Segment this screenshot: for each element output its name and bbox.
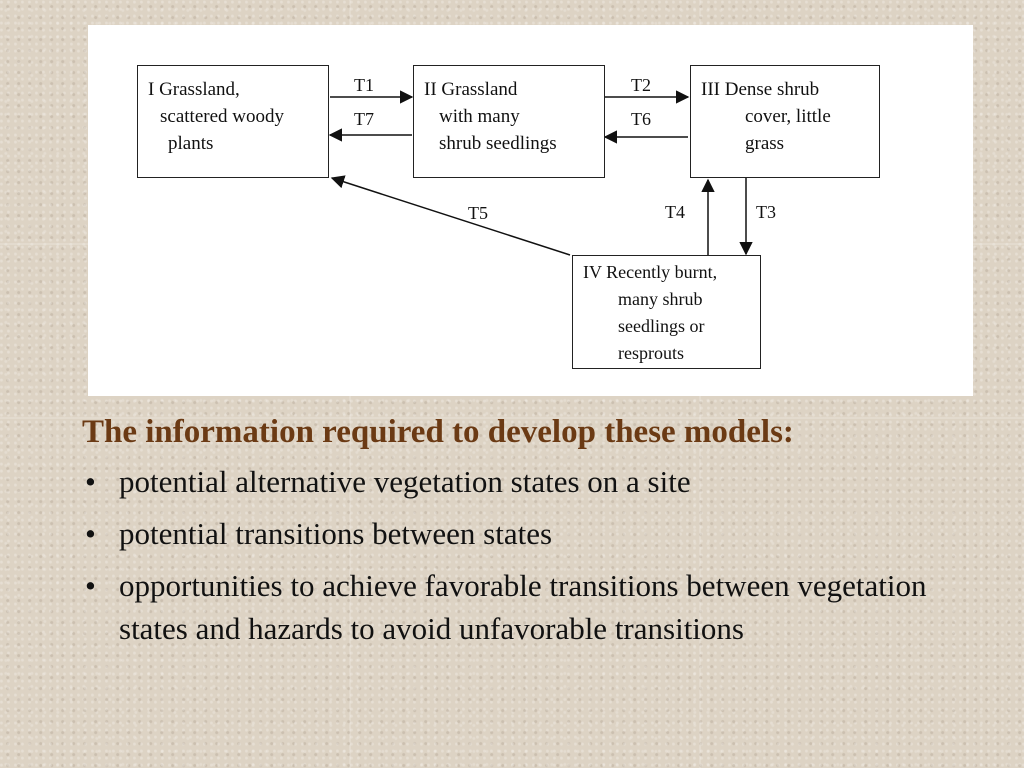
bullet-item: • potential transitions between states xyxy=(82,512,982,555)
label-t5: T5 xyxy=(468,203,488,223)
label-t3: T3 xyxy=(756,202,776,222)
state-ii-line-1: II Grassland xyxy=(424,79,518,100)
bullet-icon: • xyxy=(85,516,96,551)
label-t7: T7 xyxy=(354,109,374,129)
arrow-t5 xyxy=(330,175,571,256)
state-i-line-1: I Grassland, xyxy=(148,79,240,100)
label-t4: T4 xyxy=(665,202,685,222)
bullet-icon: • xyxy=(85,464,96,499)
state-ii-line-3: shrub seedlings xyxy=(439,133,557,154)
bullet-list: • potential alternative vegetation state… xyxy=(82,460,982,650)
state-i-line-2: scattered woody xyxy=(160,106,284,127)
transition-arrows xyxy=(328,90,753,256)
state-iv-line-2: many shrub xyxy=(618,289,703,309)
caption-title: The information required to develop thes… xyxy=(82,414,794,450)
state-box-iii: III Dense shrub cover, little grass xyxy=(690,65,880,178)
state-iii-line-1: III Dense shrub xyxy=(701,79,820,100)
state-iii-line-2: cover, little xyxy=(745,106,831,127)
bullet-item: • potential alternative vegetation state… xyxy=(82,460,982,503)
state-iii-line-3: grass xyxy=(745,133,785,154)
label-t1: T1 xyxy=(354,75,374,95)
bullet-text: potential alternative vegetation states … xyxy=(119,464,691,499)
label-t6: T6 xyxy=(631,109,651,129)
state-iv-line-4: resprouts xyxy=(618,343,684,363)
state-box-ii: II Grassland with many shrub seedlings xyxy=(413,65,605,178)
bullet-text: opportunities to achieve favorable trans… xyxy=(119,568,927,646)
bullet-item: • opportunities to achieve favorable tra… xyxy=(82,564,982,650)
state-box-i: I Grassland, scattered woody plants xyxy=(137,65,329,178)
state-box-iv: IV Recently burnt, many shrub seedlings … xyxy=(572,255,761,369)
state-transition-diagram: I Grassland, scattered woody plants II G… xyxy=(88,25,973,396)
caption-block: The information required to develop thes… xyxy=(82,410,982,659)
state-i-line-3: plants xyxy=(168,133,214,154)
label-t2: T2 xyxy=(631,75,651,95)
bullet-text: potential transitions between states xyxy=(119,516,553,551)
state-iv-line-1: IV Recently burnt, xyxy=(583,262,718,282)
state-ii-line-2: with many xyxy=(439,106,520,127)
state-iv-line-3: seedlings or xyxy=(618,316,705,336)
bullet-icon: • xyxy=(85,568,96,603)
